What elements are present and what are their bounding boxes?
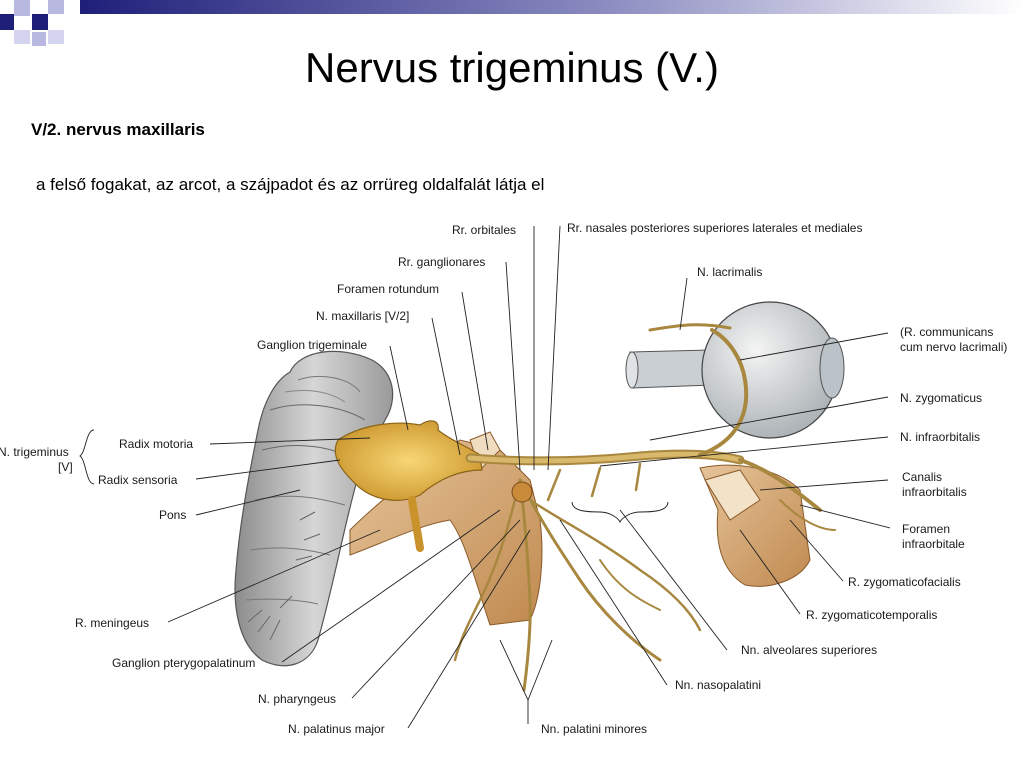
figure-labels: Rr. orbitales Rr. nasales posteriores su…	[0, 221, 1007, 736]
label-pons: Pons	[159, 508, 186, 522]
label-radix-sensoria: Radix sensoria	[98, 473, 178, 487]
label-r-communicans: (R. communicans	[900, 325, 993, 339]
label-n-trigeminus: N. trigeminus	[0, 445, 69, 459]
slide-subheading: V/2. nervus maxillaris	[31, 120, 205, 139]
label-n-palatinus-major: N. palatinus major	[288, 722, 385, 736]
slide-title: Nervus trigeminus (V.)	[305, 44, 719, 91]
label-nn-nasopalatini: Nn. nasopalatini	[675, 678, 761, 692]
label-canalis-2: infraorbitalis	[902, 485, 967, 499]
leader-lines	[79, 225, 891, 729]
label-ganglion-pterygopalatinum: Ganglion pterygopalatinum	[112, 656, 255, 670]
label-n-trigeminus-2: [V]	[58, 460, 73, 474]
label-rr-orbitales: Rr. orbitales	[452, 223, 516, 237]
label-canalis: Canalis	[902, 470, 942, 484]
label-radix-motoria: Radix motoria	[119, 437, 193, 451]
label-foramen-rotundum: Foramen rotundum	[337, 282, 439, 296]
label-r-zygomaticofacialis: R. zygomaticofacialis	[848, 575, 961, 589]
top-gradient-rule	[80, 0, 1024, 14]
nerve-branches	[453, 323, 836, 692]
eyeball	[625, 301, 845, 439]
label-foramen-infraorbitale: Foramen	[902, 522, 950, 536]
label-foramen-infraorbitale-2: infraorbitale	[902, 537, 965, 551]
label-n-zygomaticus: N. zygomaticus	[900, 391, 982, 405]
brainstem-pons	[234, 350, 394, 667]
label-nn-alveolares: Nn. alveolares superiores	[741, 643, 877, 657]
label-r-meningeus: R. meningeus	[75, 616, 149, 630]
label-n-lacrimalis: N. lacrimalis	[697, 265, 762, 279]
label-n-infraorbitalis: N. infraorbitalis	[900, 430, 980, 444]
slide-description: a felső fogakat, az arcot, a szájpadot é…	[36, 175, 545, 194]
label-rr-ganglionares: Rr. ganglionares	[398, 255, 485, 269]
label-n-pharyngeus: N. pharyngeus	[258, 692, 336, 706]
corner-decoration	[0, 0, 64, 46]
label-rr-nasales: Rr. nasales posteriores superiores later…	[567, 221, 862, 235]
label-n-maxillaris: N. maxillaris [V/2]	[316, 309, 409, 323]
label-r-communicans-2: cum nervo lacrimali)	[900, 340, 1007, 354]
label-nn-palatini-minores: Nn. palatini minores	[541, 722, 647, 736]
label-r-zygomaticotemporalis: R. zygomaticotemporalis	[806, 608, 937, 622]
label-ganglion-trigeminale: Ganglion trigeminale	[257, 338, 367, 352]
